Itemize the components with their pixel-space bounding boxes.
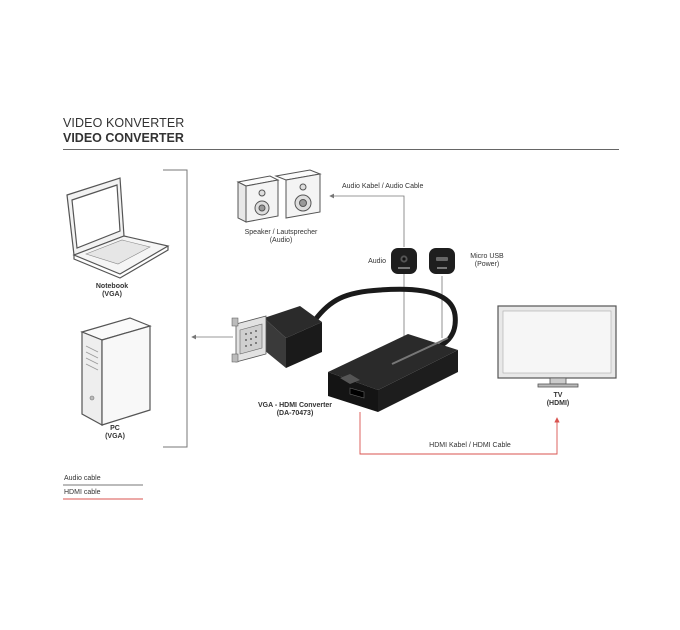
converter-cable <box>312 286 458 353</box>
legend-audio-text: Audio cable <box>64 475 101 482</box>
hdmi-cable-line <box>359 412 560 455</box>
converter-label: VGA - HDMI Converter (DA-70473) <box>240 402 350 418</box>
notebook-icon <box>66 177 170 279</box>
pc-name: PC <box>110 425 120 432</box>
legend-hdmi-text: HDMI cable <box>64 489 101 496</box>
micro-usb-port-icon <box>429 248 455 274</box>
audio-jack-icon <box>391 248 417 274</box>
pc-label: PC (VGA) <box>78 425 152 441</box>
speaker-label: Speaker / Lautsprecher (Audio) <box>226 229 336 245</box>
tv-port: (HDMI) <box>546 400 570 407</box>
notebook-port: (VGA) <box>102 291 122 298</box>
tv-icon <box>497 305 617 388</box>
speaker-icon <box>236 169 322 223</box>
speaker-name: Speaker / Lautsprecher <box>244 229 318 236</box>
title-german: VIDEO KONVERTER <box>63 116 185 130</box>
speaker-port: (Audio) <box>269 237 293 244</box>
converter-box-icon <box>328 334 458 412</box>
hdmi-cable-label: HDMI Kabel / HDMI Cable <box>429 442 511 449</box>
converter-model: (DA-70473) <box>276 410 314 417</box>
pc-tower-icon <box>80 317 152 427</box>
title-english: VIDEO CONVERTER <box>63 131 184 145</box>
title-rule <box>63 149 619 150</box>
audio-port-label: Audio <box>368 258 386 265</box>
vga-plug-icon <box>231 306 322 368</box>
micro-usb-sub: (Power) <box>474 261 500 268</box>
tv-label: TV (HDMI) <box>530 392 586 408</box>
audio-cable-line <box>329 193 405 247</box>
micro-usb-label: Micro USB (Power) <box>462 253 512 269</box>
converter-name: VGA - HDMI Converter <box>257 402 333 409</box>
tv-name: TV <box>553 392 563 399</box>
micro-usb-name: Micro USB <box>470 253 504 260</box>
pc-port: (VGA) <box>105 433 125 440</box>
source-bracket <box>163 169 188 448</box>
notebook-label: Notebook (VGA) <box>75 283 149 299</box>
notebook-name: Notebook <box>95 283 129 290</box>
audio-cable-label: Audio Kabel / Audio Cable <box>342 183 424 190</box>
